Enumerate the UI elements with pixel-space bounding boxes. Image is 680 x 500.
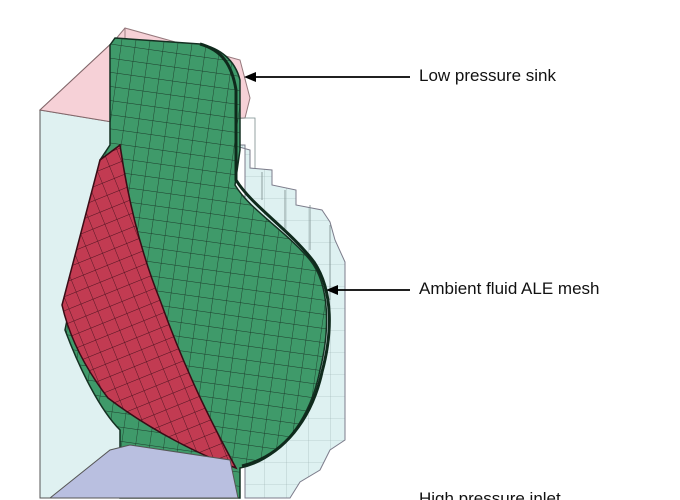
high-pressure-label: High pressure inlet xyxy=(419,488,561,500)
low-pressure-sink-label: Low pressure sink xyxy=(419,66,556,86)
callout-sink-arrow xyxy=(244,72,410,82)
ambient-fluid-ale-mesh-label: Ambient fluid ALE mesh xyxy=(419,279,599,299)
